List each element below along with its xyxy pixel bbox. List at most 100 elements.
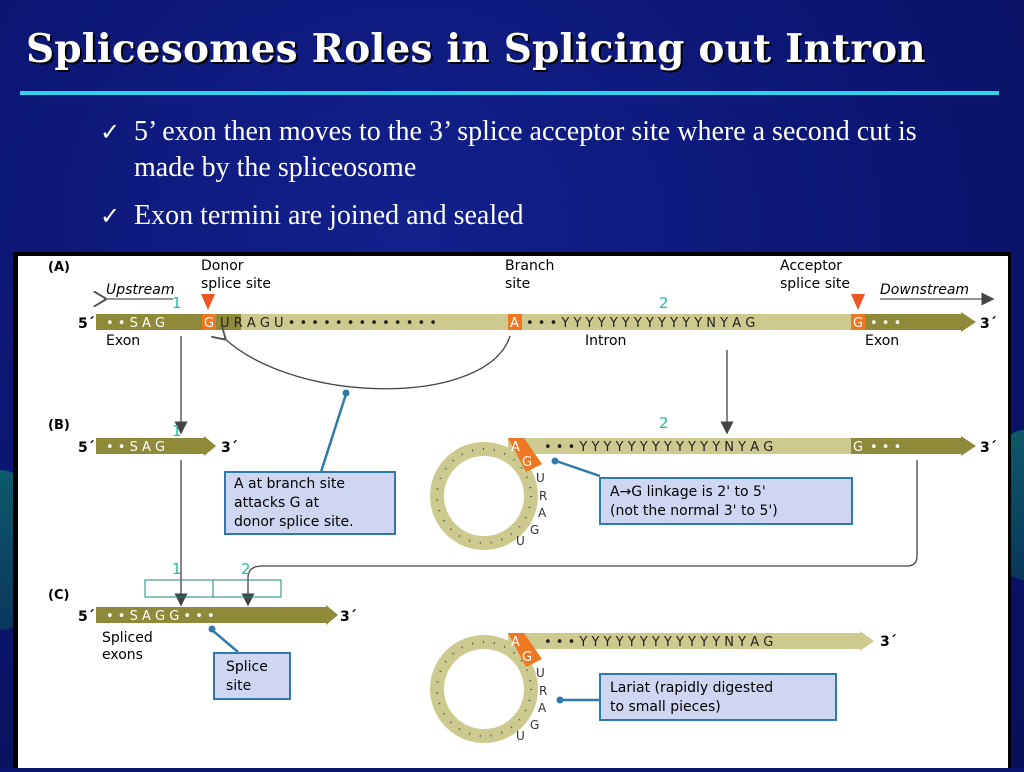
branch-attack-arrow xyxy=(224,336,511,390)
attack-callout-line: donor splice site. xyxy=(234,514,354,530)
panel-b-label: (B) xyxy=(48,418,70,433)
exon-right-label: Exon xyxy=(865,333,899,349)
attack-callout-line: A at branch site xyxy=(234,476,345,492)
panel-b-loop-letter: G xyxy=(530,523,539,537)
panel-b-loop-a: A xyxy=(511,440,520,455)
check-icon: ✓ xyxy=(100,202,121,230)
lariat-callout-line: Lariat (rapidly digested xyxy=(610,680,773,696)
panel-b-lariat-dots xyxy=(436,448,532,544)
panel-b-3prime-right: 3´ xyxy=(980,440,997,456)
title-rule xyxy=(20,91,999,95)
panel-c-loop-a: A xyxy=(511,635,520,650)
panel-b-loop-g: G xyxy=(522,455,532,470)
attack-callout-leader xyxy=(319,393,348,473)
exon-left-label: Exon xyxy=(106,333,140,349)
slide-title: Splicesomes Roles in Splicing out Intron xyxy=(26,26,926,72)
marker-1: 1 xyxy=(172,422,182,440)
panel-a-intron-strand xyxy=(241,314,961,330)
downstream-label: Downstream xyxy=(880,282,969,298)
panel-b-exon-right-strand xyxy=(861,438,961,454)
linkage-callout-leader xyxy=(555,459,601,478)
panel-b-seq-exon: • • S A G xyxy=(106,440,165,455)
panel-c-label: (C) xyxy=(48,588,69,603)
linkage-callout-line: (not the normal 3' to 5') xyxy=(610,503,778,519)
marker-box-2 xyxy=(212,579,282,598)
panel-b-loop-letter: R xyxy=(539,489,547,503)
panel-c-loop-letter: R xyxy=(539,684,547,698)
bullet-text: 5’ exon then moves to the 3’ splice acce… xyxy=(134,116,917,183)
panel-b-g-cell xyxy=(851,438,865,454)
bullet-text: Exon termini are joined and sealed xyxy=(134,200,524,231)
splice-site-line: site xyxy=(226,678,251,694)
check-icon: ✓ xyxy=(100,118,121,146)
splice-site-box xyxy=(213,652,291,700)
panel-a-seq-g2: G xyxy=(853,316,863,331)
donor-label-line2: splice site xyxy=(201,276,271,292)
branch-label-line2: site xyxy=(505,276,530,292)
acceptor-g-highlight xyxy=(851,314,865,330)
panel-b-seq-right: • • • Y Y Y Y Y Y Y Y Y Y Y Y N Y A G xyxy=(544,440,773,455)
panel-b-exon-strand xyxy=(96,438,204,454)
upstream-label: Upstream xyxy=(106,282,175,298)
acceptor-site-marker xyxy=(851,294,865,310)
branch-a-highlight xyxy=(508,314,522,330)
splicing-diagram: (A) Donor splice site Branch site Accept… xyxy=(18,256,1008,768)
panel-b-seq-end: • • • xyxy=(870,440,901,455)
panel-c-spliced-strand xyxy=(96,607,326,623)
lariat-callout-line: to small pieces) xyxy=(610,699,721,715)
bullet-item: ✓ 5’ exon then moves to the 3’ splice ac… xyxy=(100,114,980,186)
panel-c-loop-g: G xyxy=(522,650,532,665)
panel-c-loop-letter: A xyxy=(538,701,547,715)
intron-label: Intron xyxy=(585,333,626,349)
panel-c-loop-letter: U xyxy=(536,666,545,680)
marker-2: 2 xyxy=(659,414,669,432)
panel-c-seq-spliced: • • S A G G • • • xyxy=(106,609,215,624)
panel-b-loop-letter: A xyxy=(538,506,547,520)
attack-callout-line: attacks G at xyxy=(234,495,320,511)
panel-b-loop-letter: U xyxy=(536,471,545,485)
donor-label-line1: Donor xyxy=(201,258,244,274)
panel-a-seq-g: G xyxy=(204,316,214,331)
panel-c-lariat-dots xyxy=(436,641,532,737)
panel-b-loop-letter: U xyxy=(516,534,525,548)
panel-a-seq-end: • • • xyxy=(870,316,901,331)
panel-a-seq-a: A xyxy=(510,316,519,331)
panel-c-intron-arrowhead xyxy=(860,631,874,651)
marker-1: 1 xyxy=(172,560,182,578)
panel-c-loop-letter: U xyxy=(516,729,525,743)
splicing-diagram-svg: (A) Donor splice site Branch site Accept… xyxy=(48,258,997,743)
panel-a-5prime: 5´ xyxy=(78,316,95,332)
acceptor-label-line1: Acceptor xyxy=(780,258,842,274)
marker-2: 2 xyxy=(241,560,251,578)
attack-callout-dot xyxy=(342,389,350,397)
panel-c-intron-strand xyxy=(508,633,860,649)
panel-a-exon-right-strand xyxy=(861,314,961,330)
panel-a-seq-right: • • • Y Y Y Y Y Y Y Y Y Y Y Y N Y A G xyxy=(526,316,755,331)
panel-c-seq-right: • • • Y Y Y Y Y Y Y Y Y Y Y Y N Y A G xyxy=(544,635,773,650)
splice-site-leader xyxy=(211,629,239,653)
panel-b-intron-strand xyxy=(508,438,963,454)
panel-c-loop-letter: G xyxy=(530,718,539,732)
panel-b-3prime-left: 3´ xyxy=(221,440,238,456)
panel-a-seq-left: • • S A G xyxy=(106,316,165,331)
panel-c-3prime-right: 3´ xyxy=(880,634,897,650)
linkage-callout-box xyxy=(599,477,853,525)
marker-1: 1 xyxy=(172,294,182,312)
spliced-exons-label: Spliced xyxy=(102,630,153,646)
panel-c-5prime: 5´ xyxy=(78,609,95,625)
marker-box-1 xyxy=(144,579,214,598)
bullet-item: ✓ Exon termini are joined and sealed xyxy=(100,198,980,234)
panel-b-strand-arrowhead xyxy=(961,436,976,456)
panel-b-5prime: 5´ xyxy=(78,440,95,456)
lariat-callout-dot xyxy=(556,696,564,704)
panel-c-3prime-left: 3´ xyxy=(340,609,357,625)
panel-b-branch-highlight xyxy=(508,438,542,472)
branch-label-line1: Branch xyxy=(505,258,554,274)
bullet-list: ✓ 5’ exon then moves to the 3’ splice ac… xyxy=(100,114,980,246)
panel-c-branch-highlight xyxy=(508,633,542,667)
connector-right-bc xyxy=(241,460,918,607)
spliced-exons-label: exons xyxy=(102,647,143,663)
acceptor-label-line2: splice site xyxy=(780,276,850,292)
splice-site-dot xyxy=(208,625,216,633)
linkage-callout-dot xyxy=(551,457,559,465)
